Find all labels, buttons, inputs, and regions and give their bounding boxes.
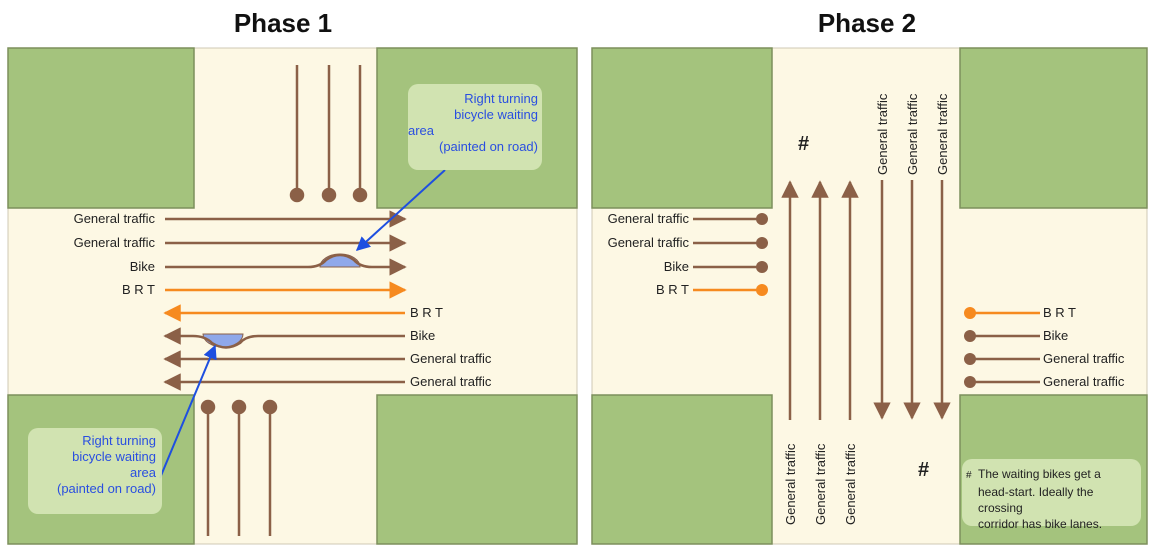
p2-label-general-traffic-vertical: General traffic [783, 443, 798, 525]
p1-label-general-traffic: General traffic [74, 235, 156, 250]
stop-dot [289, 187, 305, 203]
block-bottom-left [591, 394, 773, 545]
stop-dot [352, 187, 368, 203]
phase-2-title: Phase 2 [817, 8, 917, 38]
callout-right-turn-bike-area-bottom: Right turning bicycle waiting area (pain… [28, 433, 156, 497]
callout-line: (painted on road) [438, 139, 538, 154]
callout-bg-bottom [28, 428, 162, 514]
p2-label-general-traffic-vertical: General traffic [875, 93, 890, 175]
p2-label-brt: B R T [656, 282, 689, 297]
stop-dot [756, 213, 768, 225]
p1-label-bike: Bike [410, 328, 435, 343]
footnote-mark: # [966, 470, 972, 481]
footnote-bg [962, 459, 1141, 526]
p2-label-general-traffic: General traffic [608, 235, 690, 250]
p2-label-bike: Bike [1043, 328, 1068, 343]
p2-label-general-traffic: General traffic [1043, 351, 1125, 366]
pointer-bottom [159, 344, 217, 479]
eastbound-bike-arrow [165, 253, 407, 276]
stop-dot [964, 330, 976, 342]
stop-dot [231, 399, 247, 415]
stop-dot [262, 399, 278, 415]
west-stopped-traffic [693, 213, 768, 296]
callout-right-turn-bike-area-top: Right turning bicycle waiting area (pain… [408, 91, 538, 155]
south-stopped-traffic [200, 399, 278, 536]
callout-line: area [408, 123, 435, 138]
p1-label-general-traffic: General traffic [74, 211, 156, 226]
p1-label-brt: B R T [410, 305, 443, 320]
stop-dot [200, 399, 216, 415]
p1-label-brt: B R T [122, 282, 155, 297]
stop-dot [321, 187, 337, 203]
stop-dot [964, 353, 976, 365]
p2-label-general-traffic-vertical: General traffic [843, 443, 858, 525]
p1-label-general-traffic: General traffic [410, 351, 492, 366]
footnote-line: head-start. Ideally the crossing [978, 485, 1094, 515]
p2-label-bike: Bike [664, 259, 689, 274]
phase-1-panel: General traffic General traffic Bike B R… [7, 47, 578, 545]
phase-1-title: Phase 1 [233, 8, 333, 38]
stop-dot [756, 237, 768, 249]
p2-label-general-traffic-vertical: General traffic [935, 93, 950, 175]
westbound-bike-arrow [163, 327, 405, 349]
head-start-footnote: # The waiting bikes get a head-start. Ide… [966, 466, 1141, 532]
stop-dot [756, 261, 768, 273]
p2-label-general-traffic-vertical: General traffic [905, 93, 920, 175]
callout-line: area [129, 465, 156, 480]
p1-label-bike: Bike [130, 259, 155, 274]
block-bottom-right [376, 394, 578, 545]
stop-dot-brt [964, 307, 976, 319]
block-top-right [959, 47, 1148, 209]
p1-label-general-traffic: General traffic [410, 374, 492, 389]
callout-line: Right turning [82, 433, 156, 448]
stop-dot-brt [756, 284, 768, 296]
callout-line: (painted on road) [56, 481, 156, 496]
north-stopped-traffic [289, 65, 368, 203]
footnote-line: corridor has bike lanes. [978, 517, 1103, 531]
block-top-left [7, 47, 195, 209]
p2-label-brt: B R T [1043, 305, 1076, 320]
east-stopped-traffic [964, 307, 1040, 388]
head-start-mark-top: # [798, 133, 809, 155]
callout-line: Right turning [464, 91, 538, 106]
footnote-line: The waiting bikes get a [978, 467, 1101, 481]
p2-label-general-traffic: General traffic [1043, 374, 1125, 389]
pointer-top [355, 169, 446, 251]
p2-label-general-traffic-vertical: General traffic [813, 443, 828, 525]
head-start-mark-bottom: # [918, 459, 929, 481]
p2-label-general-traffic: General traffic [608, 211, 690, 226]
callout-line: bicycle waiting [72, 449, 156, 464]
block-top-left [591, 47, 773, 209]
stop-dot [964, 376, 976, 388]
callout-line: bicycle waiting [454, 107, 538, 122]
callout-bg-top [408, 84, 542, 170]
